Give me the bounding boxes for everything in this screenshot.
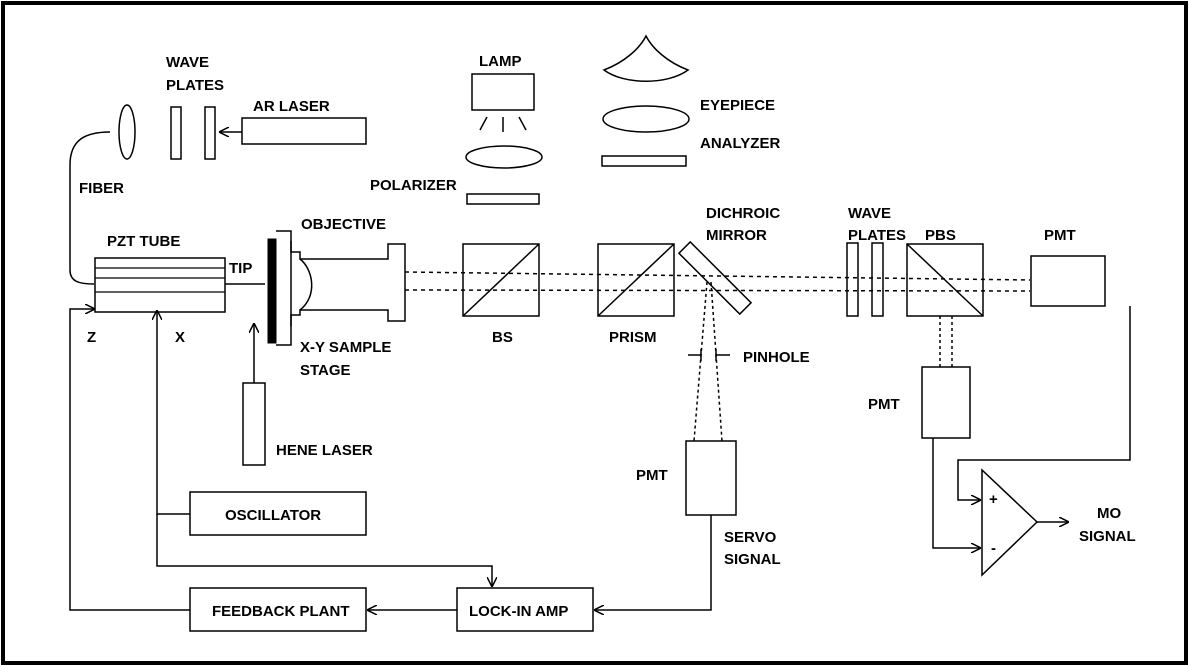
label-bs: BS — [492, 329, 513, 346]
label-tip: TIP — [229, 260, 252, 277]
label-wave-plates-left: WAVE — [166, 54, 209, 71]
pmt-right-box — [1030, 255, 1106, 307]
label-analyzer: ANALYZER — [700, 135, 780, 152]
wire-oscillator-to-lockin — [156, 514, 492, 586]
label-prism: PRISM — [609, 329, 657, 346]
dichroic-mirror — [677, 240, 753, 316]
beam-path-lower — [404, 289, 1031, 292]
label-mo-signal: SIGNAL — [1079, 528, 1136, 545]
wire-feedback-to-z — [69, 309, 190, 611]
label-ar-laser: AR LASER — [253, 98, 330, 115]
label-oscillator: OSCILLATOR — [225, 507, 321, 524]
lamp-ray — [518, 116, 527, 131]
objective-front-element — [299, 258, 313, 311]
label-pmt-lower: PMT — [868, 396, 900, 413]
label-amp-minus: - — [991, 540, 996, 557]
label-pmt-center: PMT — [636, 467, 668, 484]
pmt-center-box — [685, 440, 737, 516]
lamp-ray — [479, 116, 488, 131]
label-servo-signal: SERVO — [724, 529, 777, 546]
differential-amplifier — [981, 468, 1039, 577]
label-polarizer: POLARIZER — [370, 177, 457, 194]
label-wave-plates-left: PLATES — [166, 77, 224, 94]
analyzer-plate — [601, 155, 687, 167]
beam-path-upper — [404, 271, 1031, 281]
hene-laser-body — [242, 382, 266, 466]
eyepiece-lens — [602, 105, 690, 133]
wire-pmt-right-to-amp — [957, 306, 1131, 500]
fiber-coupling-lens — [118, 104, 136, 160]
condenser-lens — [465, 145, 543, 169]
label-feedback-plant: FEEDBACK PLANT — [212, 603, 350, 620]
label-wave-plates-right: PLATES — [848, 227, 906, 244]
wave-plate-right-b — [871, 242, 884, 317]
label-servo-signal: SIGNAL — [724, 551, 781, 568]
prism-diagonal — [597, 243, 675, 317]
label-pzt-tube: PZT TUBE — [107, 233, 180, 250]
wire-servo-signal — [595, 515, 712, 610]
label-amp-plus: + — [989, 491, 998, 508]
wire-oscillator-to-x — [157, 311, 190, 515]
label-lock-in-amp: LOCK-IN AMP — [469, 603, 568, 620]
label-fiber: FIBER — [79, 180, 124, 197]
label-pbs: PBS — [925, 227, 956, 244]
reflected-beam-left — [693, 281, 708, 442]
wave-plate-left-b — [204, 106, 216, 160]
polarizing-beam-splitter — [906, 243, 984, 317]
reflected-beam-right — [710, 281, 723, 442]
label-dichroic-mirror: MIRROR — [706, 227, 767, 244]
label-mo-signal: MO — [1097, 505, 1121, 522]
label-lamp: LAMP — [479, 53, 522, 70]
prism-box — [597, 243, 675, 317]
pzt-tube — [94, 257, 226, 313]
optical-fiber — [69, 131, 111, 285]
label-wave-plates-right: WAVE — [848, 205, 891, 222]
label-objective: OBJECTIVE — [301, 216, 386, 233]
wire-pmt-lower-to-amp — [932, 438, 980, 548]
label-dichroic-mirror: DICHROIC — [706, 205, 780, 222]
label-sample-stage: STAGE — [300, 362, 351, 379]
ar-laser-body — [241, 117, 367, 145]
objective-lens-housing — [290, 241, 406, 326]
sample-stage-mount — [276, 230, 292, 346]
polarizer-plate — [466, 193, 540, 205]
wave-plate-left-a — [170, 106, 182, 160]
label-x: X — [175, 329, 185, 346]
wave-plate-right-a — [846, 242, 859, 317]
lamp-housing — [471, 73, 535, 111]
label-sample-stage: X-Y SAMPLE — [300, 339, 391, 356]
pbs-diagonal — [906, 243, 984, 317]
label-pinhole: PINHOLE — [743, 349, 810, 366]
beam-splitter-cube — [462, 243, 540, 317]
label-z: Z — [87, 329, 96, 346]
label-eyepiece: EYEPIECE — [700, 97, 775, 114]
pmt-lower-box — [921, 366, 971, 439]
eye-icon — [602, 34, 690, 82]
label-pmt-right: PMT — [1044, 227, 1076, 244]
label-hene-laser: HENE LASER — [276, 442, 373, 459]
beam-splitter-diagonal — [462, 243, 540, 317]
sample-plate — [267, 238, 277, 344]
